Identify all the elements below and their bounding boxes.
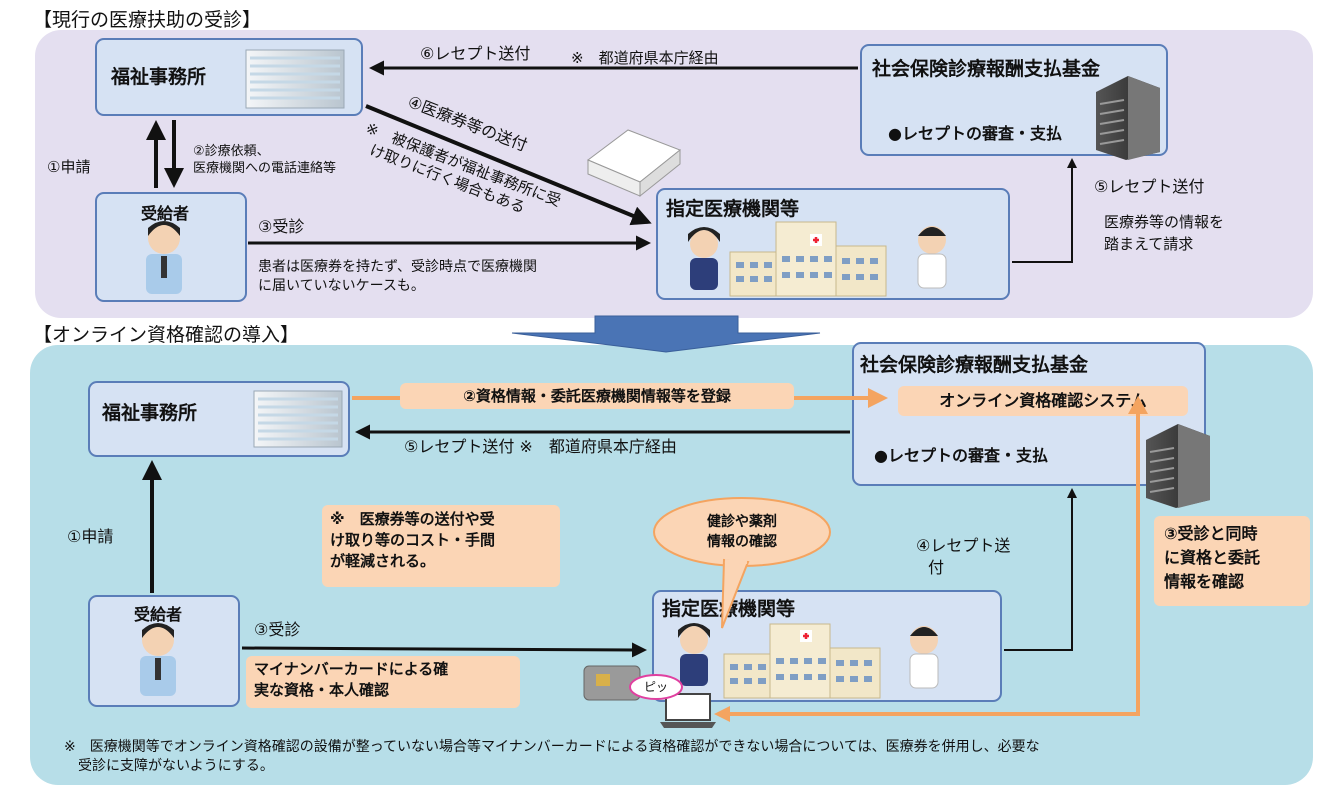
patient-icon: [140, 623, 176, 696]
reduce-line3: が軽減される。: [330, 552, 436, 570]
top-apply-label: ①申請: [47, 158, 91, 176]
register-label: ②資格情報・委託医療機関情報等を登録: [400, 383, 794, 409]
top-visit-label: ③受診: [258, 217, 305, 236]
hospital-icon: [723, 623, 881, 699]
bottom-section-title: 【オンライン資格確認の導入】: [33, 324, 300, 346]
top-request-line2: 医療機関への電話連絡等: [193, 161, 337, 176]
footnote-line1: ※ 医療機関等でオンライン資格確認の設備が整っていない場合等マイナンバーカードに…: [64, 739, 1040, 755]
footnote-line2: 受診に支障がないようにする。: [78, 758, 274, 774]
bottom-arrow-online-check-head: [1128, 396, 1148, 414]
top-receipt6-note: ※ 都道府県本庁経由: [571, 49, 719, 67]
bubble-line1: 健診や薬剤: [707, 514, 777, 530]
top-patient-note-line2: に届いていないケースも。: [258, 278, 425, 294]
bottom-visit-label: ③受診: [254, 620, 301, 639]
top-patient-note-line1: 患者は医療券を持たず、受診時点で医療機関: [258, 259, 538, 275]
bottom-fund-label: 社会保険診療報酬支払基金: [860, 354, 1089, 376]
bottom-arrow-receipt4: [1004, 488, 1077, 651]
laptop-icon: [660, 693, 716, 728]
beep-bubble: [629, 674, 683, 700]
nurse-icon: [678, 623, 710, 686]
bottom-arrow-online-check-tail: [714, 706, 730, 722]
top-fund-bullet: ●レセプトの審査・支払: [888, 124, 1062, 143]
bottom-welfare-office-label: 福祉事務所: [102, 402, 198, 424]
bottom-arrow-visit: [241, 642, 647, 658]
office-building-icon: [245, 49, 345, 109]
top-claim-line1: 医療券等の情報を: [1104, 213, 1225, 231]
confirm-line2: に資格と委託: [1164, 548, 1261, 567]
confirm-line3: 情報を確認: [1164, 572, 1245, 591]
top-section-title: 【現行の医療扶助の受診】: [33, 9, 262, 31]
doctor-icon: [909, 626, 939, 689]
reduce-note: ※ 医療券等の送付や受 け取り等のコスト・手間 が軽減される。: [322, 505, 560, 587]
confirm-note: ③受診と同時 に資格と委託 情報を確認: [1154, 516, 1310, 606]
top-arrow-send-ticket: [365, 104, 652, 226]
bottom-receipt4-line1: ④レセプト送: [916, 536, 1011, 555]
fund-building-icon: [1096, 76, 1160, 160]
fund-building-icon: [1146, 424, 1210, 508]
top-recipient-label: 受給者: [141, 204, 190, 223]
bottom-arrow-online-check: [722, 410, 1140, 716]
bottom-receipt4-line2: 付: [928, 558, 945, 577]
bottom-receipt5-label: ⑤レセプト送付 ※ 都道府県本庁経由: [404, 437, 677, 456]
top-claim-line2: 踏まえて請求: [1104, 235, 1194, 253]
confirm-line1: ③受診と同時: [1164, 524, 1258, 543]
nurse-icon: [688, 227, 720, 290]
bubble-line2: 情報の確認: [707, 534, 777, 550]
patient-icon: [146, 221, 182, 294]
top-medical-label: 指定医療機関等: [666, 198, 800, 220]
bottom-recipient-label: 受給者: [134, 605, 183, 624]
bottom-fund-bullet: ●レセプトの審査・支払: [874, 446, 1048, 465]
top-arrow-receipt5: [1012, 158, 1077, 263]
top-request-line1: ②診療依頼、: [193, 144, 270, 159]
top-receipt6-label: ⑥レセプト送付: [420, 44, 531, 63]
reduce-line2: け取り等のコスト・手間: [330, 531, 496, 549]
top-welfare-office-label: 福祉事務所: [111, 66, 207, 88]
top-receipt5-label: ⑤レセプト送付: [1094, 177, 1205, 196]
bubble-text: 健診や薬剤 情報の確認: [662, 512, 822, 552]
footnote: ※ 医療機関等でオンライン資格確認の設備が整っていない場合等マイナンバーカードに…: [64, 738, 1040, 776]
hospital-icon: [729, 221, 887, 297]
beep-label: ピッ: [643, 680, 668, 694]
mynumber-line2: 実な資格・本人確認: [254, 681, 390, 699]
doctor-icon: [917, 226, 947, 289]
mynumber-note: マイナンバーカードによる確 実な資格・本人確認: [246, 656, 520, 708]
office-building-icon: [253, 390, 343, 448]
bottom-apply-label: ①申請: [67, 527, 114, 546]
envelope-icon: [587, 129, 681, 198]
mynumber-line1: マイナンバーカードによる確: [254, 660, 449, 678]
reduce-line1: ※ 医療券等の送付や受: [330, 510, 495, 528]
top-fund-label: 社会保険診療報酬支払基金: [872, 58, 1101, 80]
